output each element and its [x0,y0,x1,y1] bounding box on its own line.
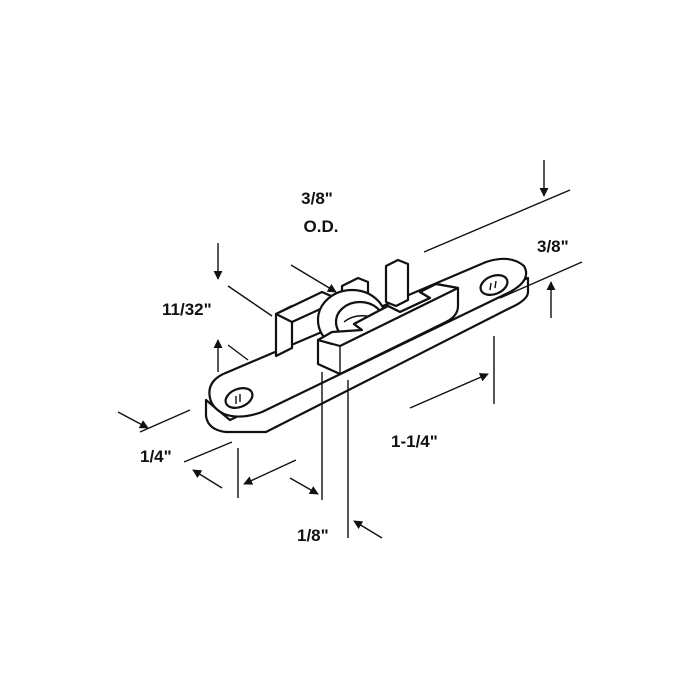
dimension-labels: 3/8" O.D. 3/8" 11/32" 1/4" 1-1/4" 1/8" [140,189,569,545]
wheel-diameter-label: 3/8" [301,189,333,208]
hole-spacing-label: 1-1/4" [391,432,438,451]
mounting-hole-right [479,274,509,296]
wheel-offset-label: 1/8" [297,526,329,545]
mounting-hole-left [224,387,254,409]
roller-part [204,257,530,434]
overall-height-label: 3/8" [537,237,569,256]
body-height-label: 11/32" [162,300,212,319]
wheel-diameter-note: O.D. [304,217,339,236]
dimension-lines [117,160,583,539]
tab-post-right [384,258,410,308]
plate-width-label: 1/4" [140,447,172,466]
housing-front-top [316,282,460,348]
